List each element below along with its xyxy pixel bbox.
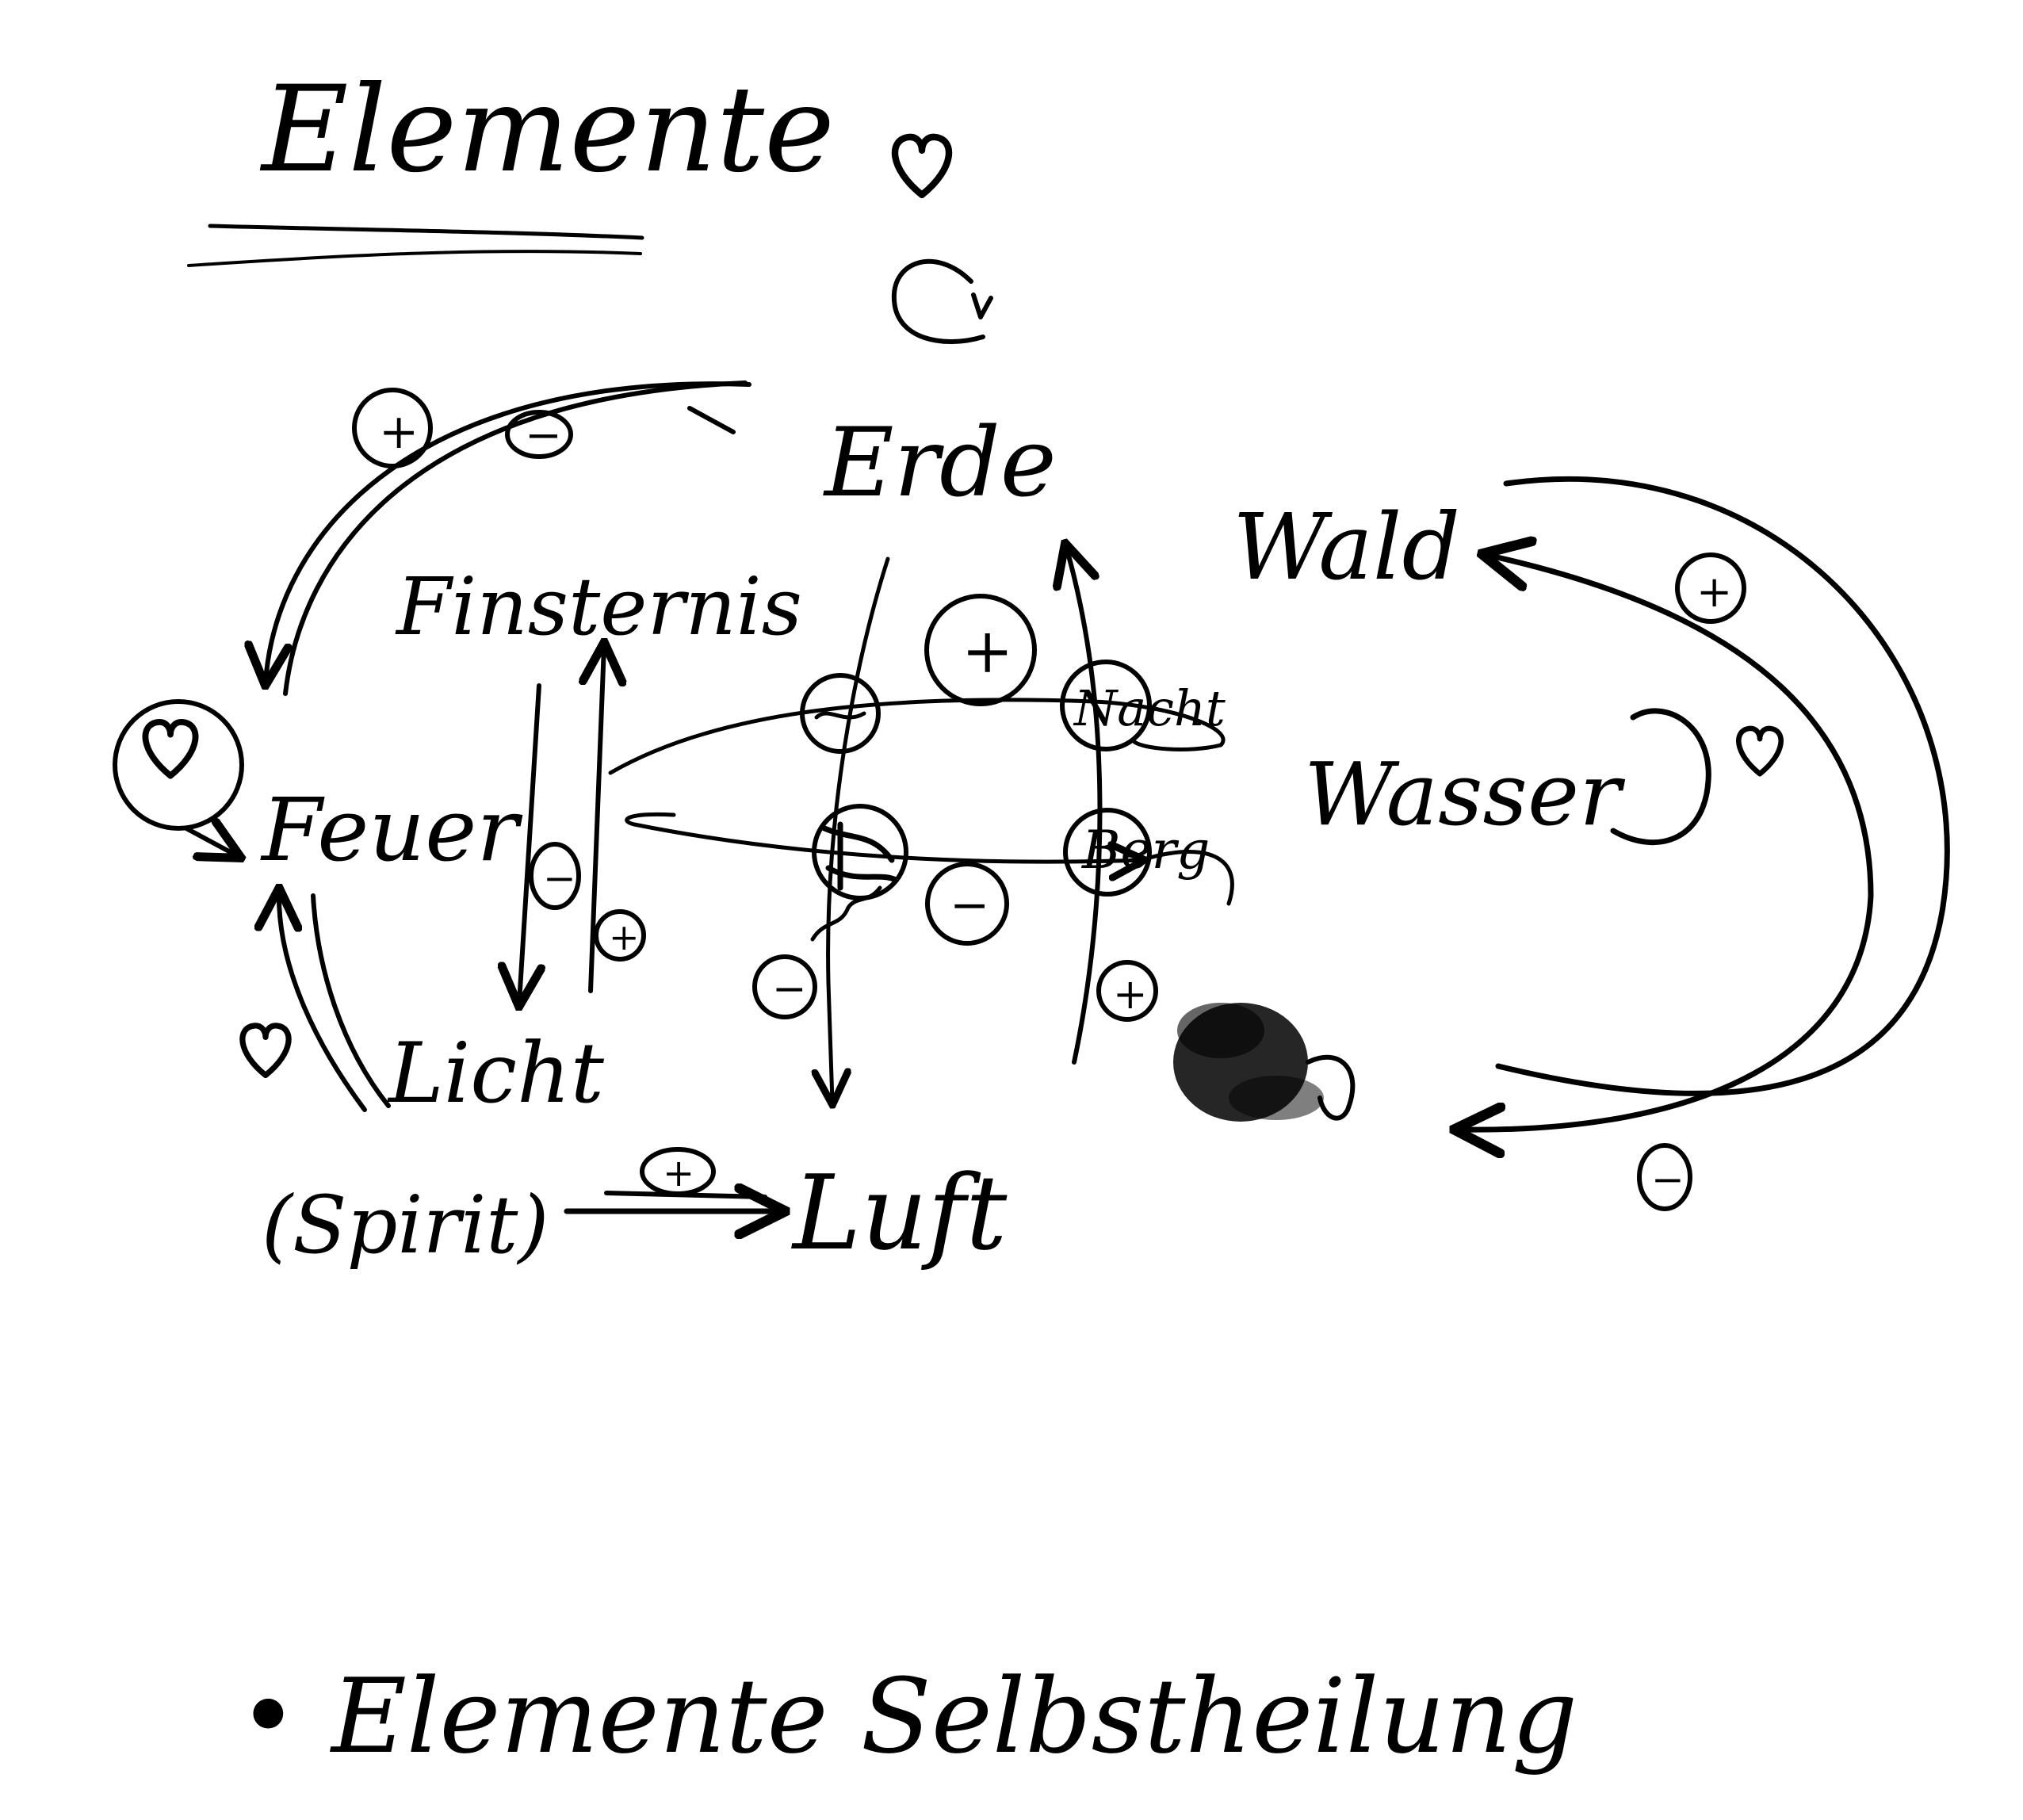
self-loop-erde: [891, 258, 985, 344]
sign-plus-top: +: [379, 404, 419, 460]
sign-circle-plus-finsternis: [594, 909, 646, 962]
sign-plus-wald: +: [1696, 567, 1732, 617]
arc-feuer-erde-inner: [283, 380, 748, 696]
node-wald: Wald: [1233, 495, 1460, 601]
heart-icon-wasser: [1738, 728, 1780, 774]
sign-circle-minus-center: [925, 862, 1009, 946]
node-finsternis: Finsternis: [395, 560, 802, 653]
arc-wald-wasser-outer: [1495, 476, 1950, 1096]
edge-feuer-licht: [311, 893, 391, 1108]
heart-icon-erde: [895, 137, 949, 195]
arc-erde-arrowhead: [687, 406, 736, 434]
edge-finsternis-licht: [519, 683, 539, 1003]
self-loop-erde-arrowhead: [971, 292, 993, 319]
scribbled-node-upper-mark: [814, 711, 866, 720]
nacht-circle: [1060, 660, 1152, 751]
title-underline-1: [208, 224, 644, 240]
self-loop-feuer-arrow: [184, 828, 238, 856]
sign-plus-center: +: [962, 616, 1013, 687]
sign-plus-erde: +: [1113, 971, 1148, 1019]
node-erde: Erde: [823, 408, 1057, 518]
scribbled-text: [810, 885, 882, 942]
sign-circle-minus-finsternis: [529, 842, 581, 910]
edge-licht-feuer: [279, 892, 367, 1112]
sign-circle-minus-top: [505, 410, 573, 459]
edge-berg-tail: [1139, 850, 1234, 906]
heart-icon-feuer: [145, 722, 195, 776]
scribbled-node-upper: [800, 673, 881, 754]
self-loop-feuer: [113, 699, 244, 831]
sign-circle-plus-erde: [1096, 960, 1158, 1022]
edge-erde-luft: [828, 556, 890, 1102]
edge-spirit-luft-upper: [604, 1191, 767, 1199]
node-wasser: Wasser: [1304, 744, 1626, 845]
sign-circle-minus-wasser: [1637, 1143, 1692, 1211]
sign-plus-finsternis: +: [609, 916, 640, 958]
arc-wald-wasser-inner: [1459, 555, 1874, 1130]
node-licht: Licht: [387, 1025, 605, 1122]
node-luft: Luft: [791, 1153, 1008, 1273]
sign-circle-plus-center: [924, 594, 1037, 706]
edge-luft-erde: [1066, 547, 1103, 1065]
ink-smudge: [1173, 1003, 1356, 1122]
sign-circle-minus-luft: [752, 954, 817, 1019]
sign-circle-plus-wald: [1675, 552, 1746, 624]
title-text: Elemente: [259, 61, 835, 199]
node-spirit: (Spirit): [262, 1179, 549, 1271]
edge-feuer-nacht-loop: [608, 698, 1226, 775]
edge-licht-finsternis: [591, 646, 604, 993]
berg-circle: [1063, 808, 1152, 897]
heart-icon-licht: [243, 1026, 289, 1076]
sign-minus-finsternis: −: [543, 855, 576, 901]
title-underline-2: [187, 250, 642, 267]
arc-erde-feuer-outer: [266, 381, 751, 682]
footer-note: • Elemente Selbstheilung: [238, 1656, 1577, 1776]
edge-berg-feuer-loop: [625, 812, 1142, 862]
sign-plus-licht-luft: +: [663, 1151, 694, 1195]
sign-minus-center: −: [950, 878, 989, 933]
node-feuer: Feuer: [260, 779, 523, 881]
sign-minus-luft: −: [772, 965, 807, 1013]
self-loop-wasser: [1610, 708, 1711, 846]
sign-minus-wasser: −: [1651, 1157, 1685, 1202]
